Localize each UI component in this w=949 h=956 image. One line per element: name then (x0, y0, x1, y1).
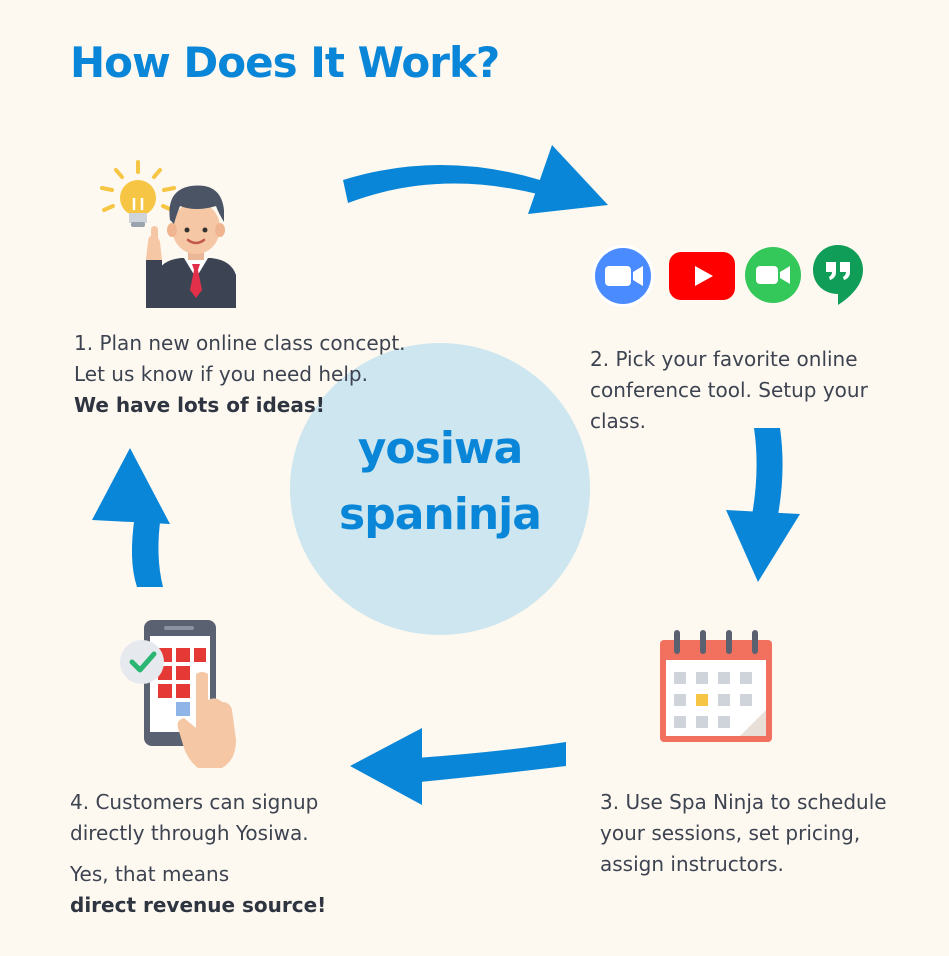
step-1-text: 1. Plan new online class concept. Let us… (74, 328, 434, 421)
page-title: How Does It Work? (70, 38, 500, 87)
arrow-step3-to-step4 (350, 728, 566, 805)
step-4-bold: direct revenue source! (70, 893, 327, 917)
step-4-main: 4. Customers can signup directly through… (70, 790, 319, 845)
facetime-icon (745, 247, 801, 303)
phone-signup-icon (120, 620, 236, 768)
step-1-line-2: Let us know if you need help. (74, 362, 368, 386)
step-3-text: 3. Use Spa Ninja to schedule your sessio… (600, 790, 887, 876)
brand-name-line2: spaninja (339, 489, 542, 540)
zoom-icon (592, 245, 654, 307)
brand-name-line1: yosiwa (357, 423, 524, 474)
step-4-text: 4. Customers can signup directly through… (70, 787, 370, 921)
step-1-line-1: 1. Plan new online class concept. (74, 331, 406, 355)
step-2-text: 2. Pick your favorite online conference … (590, 347, 868, 433)
arrow-step4-to-step1 (92, 448, 170, 587)
youtube-icon (669, 252, 735, 300)
arrow-step1-to-step2 (343, 145, 608, 214)
calendar-icon (660, 630, 772, 742)
businessman-idea-icon (100, 160, 236, 308)
step-4-extra: Yes, that means (70, 862, 230, 886)
hangouts-icon (813, 245, 863, 305)
arrow-step2-to-step3 (726, 428, 800, 582)
center-circle: yosiwa spaninja (290, 343, 590, 635)
step-1-bold: We have lots of ideas! (74, 393, 325, 417)
